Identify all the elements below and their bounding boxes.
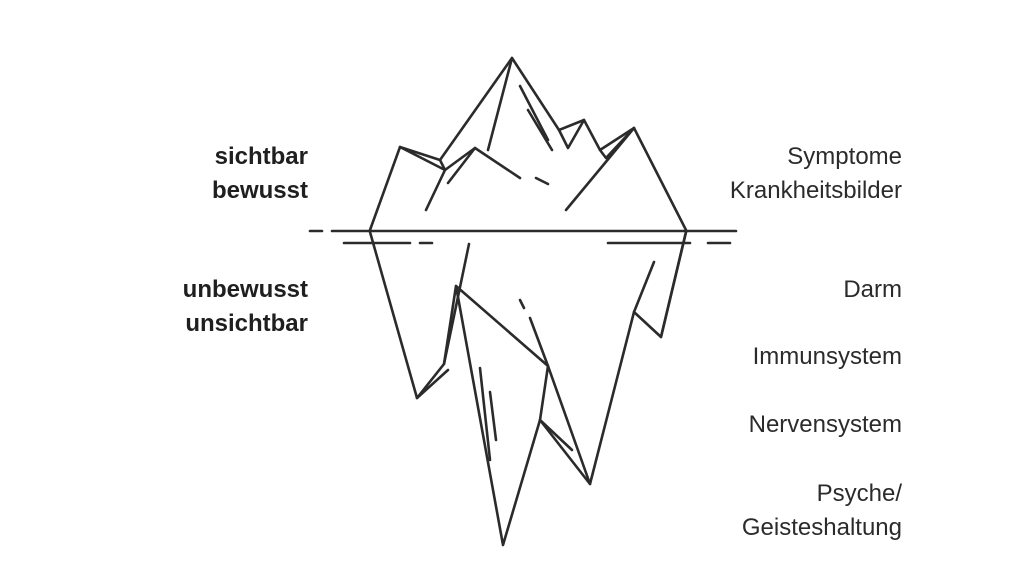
label-nervensystem: Nervensystem xyxy=(748,411,902,438)
label-sichtbar: sichtbar xyxy=(214,143,308,170)
label-darm: Darm xyxy=(843,276,902,303)
water-line xyxy=(308,229,738,245)
iceberg-below-water xyxy=(368,230,688,547)
label-bewusst: bewusst xyxy=(211,177,308,204)
label-unbewusst: unbewusst xyxy=(182,276,308,303)
label-psyche-geisteshaltung: Psyche/ Geisteshaltung xyxy=(742,477,902,545)
label-immunsystem: Immunsystem xyxy=(752,343,902,370)
right-labels-above: Symptome Krankheitsbilder xyxy=(730,140,902,208)
label-krankheitsbilder: Krankheitsbilder xyxy=(729,177,902,204)
left-labels-above: sichtbar bewusst xyxy=(212,140,308,208)
label-psyche: Psyche/ xyxy=(816,480,902,507)
iceberg-above-water xyxy=(368,56,688,232)
label-unsichtbar: unsichtbar xyxy=(185,310,308,337)
left-labels-below: unbewusst unsichtbar xyxy=(183,273,308,341)
label-symptome: Symptome xyxy=(787,143,902,170)
label-geisteshaltung: Geisteshaltung xyxy=(741,514,902,541)
